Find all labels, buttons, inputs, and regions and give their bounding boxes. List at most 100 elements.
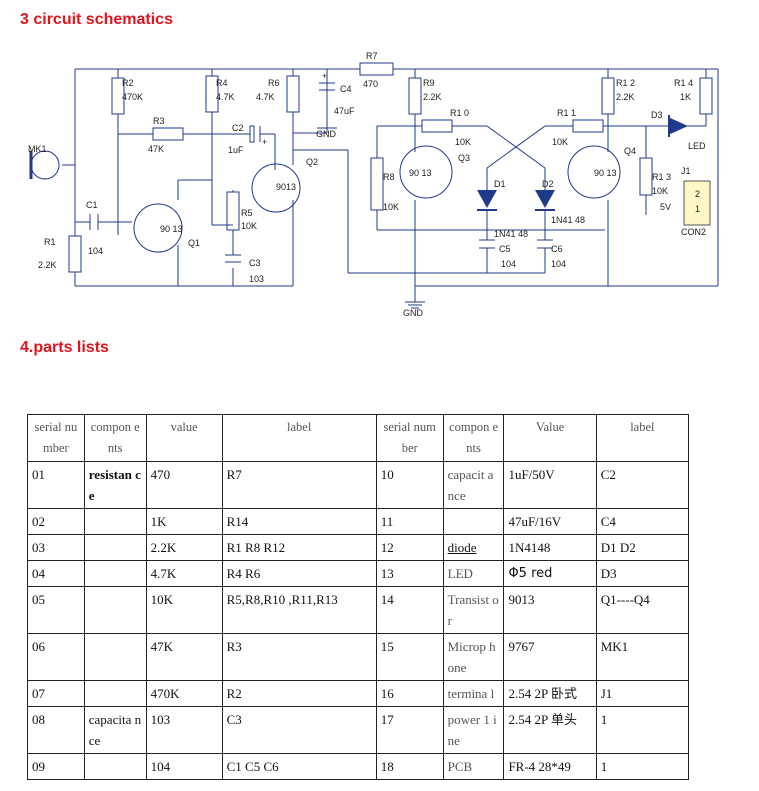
table-cell: capacita nce — [83, 706, 147, 754]
r2-value: 470K — [122, 92, 143, 102]
r3-label: R3 — [153, 116, 165, 126]
column-header: label — [595, 414, 690, 462]
q4-type: 90 13 — [594, 168, 617, 178]
table-cell: 13 — [375, 560, 444, 587]
table-cell: 1uF/50V — [503, 461, 597, 509]
table-cell: C3 — [221, 706, 377, 754]
table-cell: 47uF/16V — [503, 508, 597, 535]
r11-value: 10K — [552, 137, 568, 147]
r1-value: 2.2K — [38, 260, 57, 270]
c1-label: C1 — [86, 200, 98, 210]
c3-label: C3 — [249, 258, 261, 268]
table-cell: 14 — [375, 586, 444, 634]
r13-value: 10K — [652, 186, 668, 196]
r4-value: 4.7K — [216, 92, 235, 102]
d3-label: D3 — [651, 110, 663, 120]
table-cell: D3 — [595, 560, 690, 587]
column-header: Value — [503, 414, 597, 462]
table-cell: MK1 — [595, 633, 690, 681]
gnd-label-top: GND — [316, 129, 337, 139]
column-header: serial number — [27, 414, 85, 462]
table-cell: 08 — [27, 706, 85, 754]
c6-value: 104 — [551, 259, 566, 269]
table-cell: 07 — [27, 680, 85, 707]
pin2-label: 2 — [695, 189, 700, 199]
table-cell: 2.54 2P 单头 — [503, 706, 597, 754]
table-cell — [83, 633, 147, 681]
table-cell: R4 R6 — [221, 560, 377, 587]
table-cell: 9013 — [503, 586, 597, 634]
table-cell — [83, 586, 147, 634]
table-cell: R7 — [221, 461, 377, 509]
table-cell: R1 R8 R12 — [221, 534, 377, 561]
d2-value: 1N41 48 — [551, 215, 585, 225]
c5-value: 104 — [501, 259, 516, 269]
table-cell: 05 — [27, 586, 85, 634]
mk1-label: MK1 — [28, 144, 47, 154]
r6-label: R6 — [268, 78, 280, 88]
column-header: value — [145, 414, 223, 462]
pin1-label: 1 — [695, 204, 700, 214]
r5-value: 10K — [241, 221, 257, 231]
gnd-label: GND — [403, 308, 424, 318]
parts-heading: 4.parts lists — [20, 339, 109, 356]
table-cell: 470 — [145, 461, 223, 509]
table-cell: capacit ance — [442, 461, 505, 509]
r3-value: 47K — [148, 144, 164, 154]
con2-label: CON2 — [681, 227, 706, 237]
table-cell: Microp hone — [442, 633, 505, 681]
r7-label: R7 — [366, 51, 378, 61]
table-cell: Q1----Q4 — [595, 586, 690, 634]
q2-label: Q2 — [306, 157, 318, 167]
table-cell: termina l — [442, 680, 505, 707]
table-cell: 1 — [595, 753, 690, 780]
table-cell: 10 — [375, 461, 444, 509]
table-cell: 16 — [375, 680, 444, 707]
r9-value: 2.2K — [423, 92, 442, 102]
c2-label: C2 — [232, 123, 244, 133]
circuit-schematic: MK1 R1 2.2K C1 104 R2 470K R3 47K 90 13 … — [28, 51, 719, 318]
table-cell: FR-4 28*49 — [503, 753, 597, 780]
table-cell: LED — [442, 560, 505, 587]
table-cell: Transist or — [442, 586, 505, 634]
r4-label: R4 — [216, 78, 228, 88]
r14-label: R1 4 — [674, 78, 693, 88]
r1-label: R1 — [44, 237, 56, 247]
r5-label: R5 — [241, 208, 253, 218]
r14-value: 1K — [680, 92, 691, 102]
table-cell: 4.7K — [145, 560, 223, 587]
table-cell — [83, 508, 147, 535]
q1-type: 90 13 — [160, 224, 183, 234]
table-cell: 06 — [27, 633, 85, 681]
table-cell — [83, 560, 147, 587]
r2-label: R2 — [122, 78, 134, 88]
table-cell: C1 C5 C6 — [221, 753, 377, 780]
table-cell — [83, 534, 147, 561]
table-cell: power 1 ine — [442, 706, 505, 754]
q4-label: Q4 — [624, 146, 636, 156]
table-cell: R14 — [221, 508, 377, 535]
table-cell: 1 — [595, 706, 690, 754]
table-cell: 15 — [375, 633, 444, 681]
d1-label: D1 — [494, 179, 506, 189]
table-cell: Φ5 red — [503, 560, 597, 587]
column-header: label — [221, 414, 377, 462]
c4-plus: + — [322, 71, 327, 81]
table-cell: 103 — [145, 706, 223, 754]
table-cell: 470K — [145, 680, 223, 707]
column-header: compon ents — [83, 414, 147, 462]
j1-label: J1 — [681, 166, 691, 176]
c3-value: 103 — [249, 274, 264, 284]
table-cell: 09 — [27, 753, 85, 780]
table-cell: J1 — [595, 680, 690, 707]
table-cell — [83, 753, 147, 780]
c5-label: C5 — [499, 244, 511, 254]
table-cell: resistan ce — [83, 461, 147, 509]
